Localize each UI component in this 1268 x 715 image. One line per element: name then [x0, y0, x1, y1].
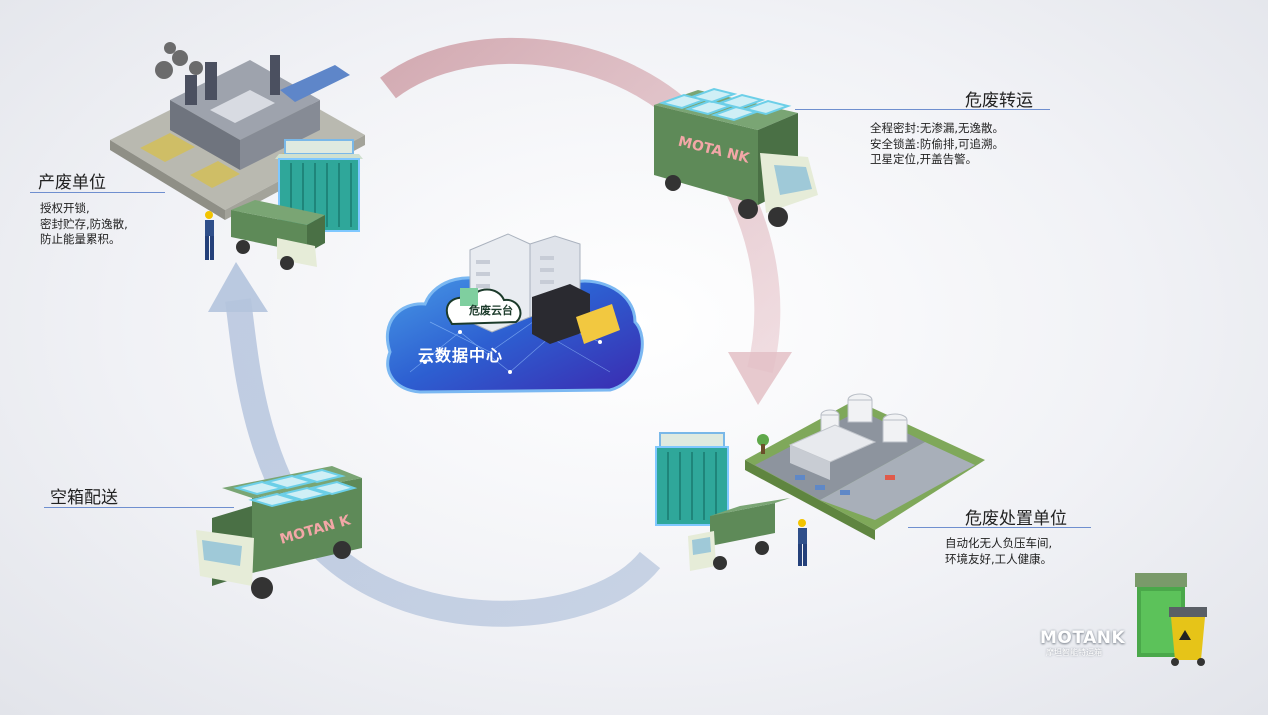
disposal-description: 自动化无人负压车间, 环境友好,工人健康。 — [945, 536, 1052, 567]
producer-description: 授权开锁, 密封贮存,防逸散, 防止能量累积。 — [40, 201, 128, 248]
truck-icon — [688, 498, 790, 571]
transport-desc-line: 全程密封:无渗漏,无逸散。 — [870, 121, 1005, 135]
producer-divider — [30, 192, 165, 193]
worker-icon — [205, 211, 214, 260]
producer-desc-line: 授权开锁, — [40, 201, 90, 215]
truck-icon — [654, 87, 818, 227]
producer-truck-group — [205, 139, 363, 270]
producer-title: 产废单位 — [38, 173, 106, 193]
container-icon — [655, 432, 729, 526]
empty-container-truck: MOTAN K — [196, 466, 362, 599]
truck-icon — [231, 200, 325, 270]
cloud-icon — [385, 233, 644, 394]
container-icon — [233, 468, 358, 508]
disposal-title: 危废处置单位 — [965, 509, 1067, 529]
factory-icon — [110, 42, 365, 220]
brand-logo: MOTANK — [1040, 628, 1126, 648]
producer-desc-line: 防止能量累积。 — [40, 232, 121, 246]
empty-delivery-divider — [44, 507, 234, 508]
truck-icon — [196, 466, 362, 599]
disposal-desc-line: 自动化无人负压车间, — [945, 536, 1053, 550]
cloud-badge-label: 危废云台 — [469, 304, 513, 317]
cloud-badge — [445, 288, 522, 326]
transport-desc-line: 卫星定位,开盖告警。 — [870, 152, 978, 166]
transport-title: 危废转运 — [965, 91, 1033, 111]
producer-desc-line: 密封贮存,防逸散, — [40, 216, 128, 231]
arrow-head-pink — [728, 352, 792, 405]
center-label: 云数据中心 — [418, 346, 504, 365]
disposal-truck-group — [655, 432, 807, 571]
transport-divider — [795, 109, 1050, 110]
disposal-desc-line: 环境友好,工人健康。 — [945, 551, 1053, 566]
disposal-plant-icon — [745, 393, 985, 540]
waste-bin-icon — [1135, 573, 1207, 666]
empty-delivery-title: 空箱配送 — [50, 488, 118, 508]
worker-icon — [798, 519, 807, 566]
transport-truck: MOTA NK — [654, 87, 818, 227]
container-icon — [275, 139, 363, 232]
brand-tagline: 摩坦智能特运箱 — [1046, 648, 1102, 657]
transport-description: 全程密封:无渗漏,无逸散。 安全锁盖:防偷排,可追溯。 卫星定位,开盖告警。 — [870, 121, 1004, 168]
arrow-head-blue — [208, 262, 268, 312]
disposal-divider — [908, 527, 1091, 528]
transport-desc-line: 安全锁盖:防偷排,可追溯。 — [870, 136, 1005, 151]
container-icon — [658, 87, 792, 122]
